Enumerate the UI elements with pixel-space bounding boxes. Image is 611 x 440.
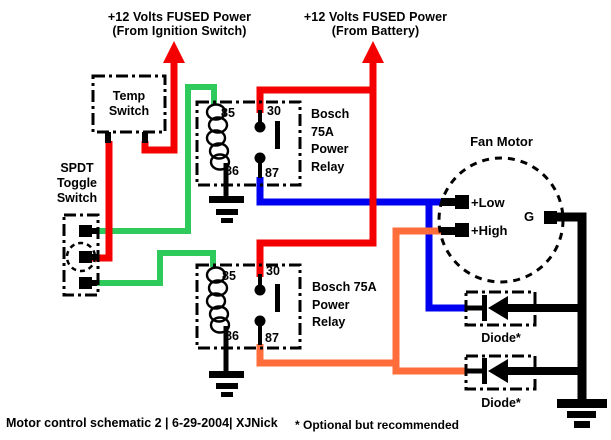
diode2-cathode-bar: [482, 358, 487, 384]
battery-power-line2: (From Battery): [331, 24, 420, 38]
toggle-terminal-middle-stub: [92, 254, 97, 260]
ignition-power-line2: (From Ignition Switch): [112, 24, 247, 38]
relay1-terminal-86-label: 86: [225, 164, 239, 178]
relay2-terminal-87-label: 87: [265, 331, 279, 345]
battery-power-line1: +12 Volts FUSED Power: [303, 10, 448, 24]
fan-low-label: +Low: [471, 195, 505, 210]
relay1-terminal-30-label: 30: [267, 104, 281, 118]
main-ground-symbol: [557, 399, 607, 428]
toggle-terminal-bottom: [79, 277, 92, 289]
relay1-terminal-30-dot: [254, 121, 266, 133]
wire-low-to-diode1-blue: [425, 202, 467, 312]
diode2-triangle: [488, 359, 508, 383]
relay2-box: [195, 263, 302, 350]
diode2-icon: [482, 358, 508, 384]
fan-high-label: +High: [471, 223, 508, 238]
wire-battery-to-relays-red: [256, 60, 377, 277]
diode2-label: Diode*: [481, 396, 521, 410]
spdt-switch-label: SPDT Toggle Switch: [56, 161, 98, 205]
relay1-ground-symbol: [209, 196, 244, 223]
wire-relay1-87-to-fan-low-blue: [256, 177, 444, 206]
diode1-label: Diode*: [481, 331, 521, 345]
wire-toggle-to-relay1-coil-green: [94, 84, 217, 234]
temp-switch-terminals: [105, 132, 148, 143]
temp-terminal-left: [105, 132, 111, 143]
relay2-contact-icon: [254, 274, 280, 345]
relay1-terminal-87-dot: [254, 152, 266, 164]
wire-fan-ground-black: [556, 212, 587, 400]
relay1-contact-blade: [275, 121, 280, 149]
temp-terminal-right: [142, 132, 148, 143]
schematic-caption: Motor control schematic 2 | 6-29-2004| X…: [6, 416, 278, 430]
battery-power-label: +12 Volts FUSED Power (From Battery): [268, 10, 483, 38]
relay2-name-label: Bosch 75A Power Relay: [312, 280, 377, 329]
relay1-contact-icon: [254, 110, 280, 178]
relay2-contact-blade: [275, 284, 280, 312]
toggle-terminal-bottom-stub: [92, 280, 97, 286]
toggle-switch-terminals: [79, 225, 97, 289]
relay2-terminal-85-label: 85: [222, 269, 236, 283]
toggle-terminal-top-stub: [92, 228, 97, 234]
fan-motor-circle: [437, 156, 565, 284]
relay2-coil-icon: [205, 266, 231, 334]
toggle-terminal-top: [79, 225, 92, 237]
wire-temp-to-ignition-red: [141, 60, 178, 154]
relay2-terminal-87-dot: [254, 315, 266, 327]
wire-high-to-diode2-orange: [392, 360, 467, 375]
fan-low-connector: [441, 195, 469, 209]
temp-switch-label: Temp Switch: [108, 89, 150, 118]
relay2-terminal-86-label: 86: [225, 329, 239, 343]
diode2-box: [464, 354, 537, 391]
relay1-name-label: Bosch 75A Power Relay: [311, 107, 350, 174]
relay2-ground-symbol: [209, 371, 244, 397]
relay2-terminal-30-dot: [254, 284, 266, 296]
fan-motor-label: Fan Motor: [470, 134, 533, 149]
diode1-box: [464, 290, 537, 327]
ignition-arrowhead: [163, 41, 185, 63]
toggle-terminal-middle: [79, 251, 92, 263]
relay1-terminal-87-label: 87: [265, 166, 279, 180]
toggle-switch-box: [62, 213, 100, 297]
optional-footnote: * Optional but recommended: [295, 418, 460, 432]
wire-toggle-to-relay2-coil-green: [94, 250, 216, 286]
fan-high-connector: [441, 223, 469, 237]
temp-switch-box: [91, 74, 167, 134]
diode1-triangle: [488, 296, 508, 320]
relay2-terminal-30-label: 30: [266, 264, 280, 278]
fan-ground-label: G: [524, 209, 535, 224]
ignition-power-label: +12 Volts FUSED Power (From Ignition Swi…: [72, 10, 287, 38]
fan-ground-connector: [544, 211, 557, 224]
battery-arrowhead: [362, 41, 384, 63]
relay1-box: [195, 100, 302, 187]
diode1-cathode-bar: [482, 295, 487, 321]
ignition-power-line1: +12 Volts FUSED Power: [107, 10, 252, 24]
diode1-icon: [482, 295, 508, 321]
relay1-terminal-85-label: 85: [221, 106, 235, 120]
relay1-coil-icon: [205, 103, 231, 171]
